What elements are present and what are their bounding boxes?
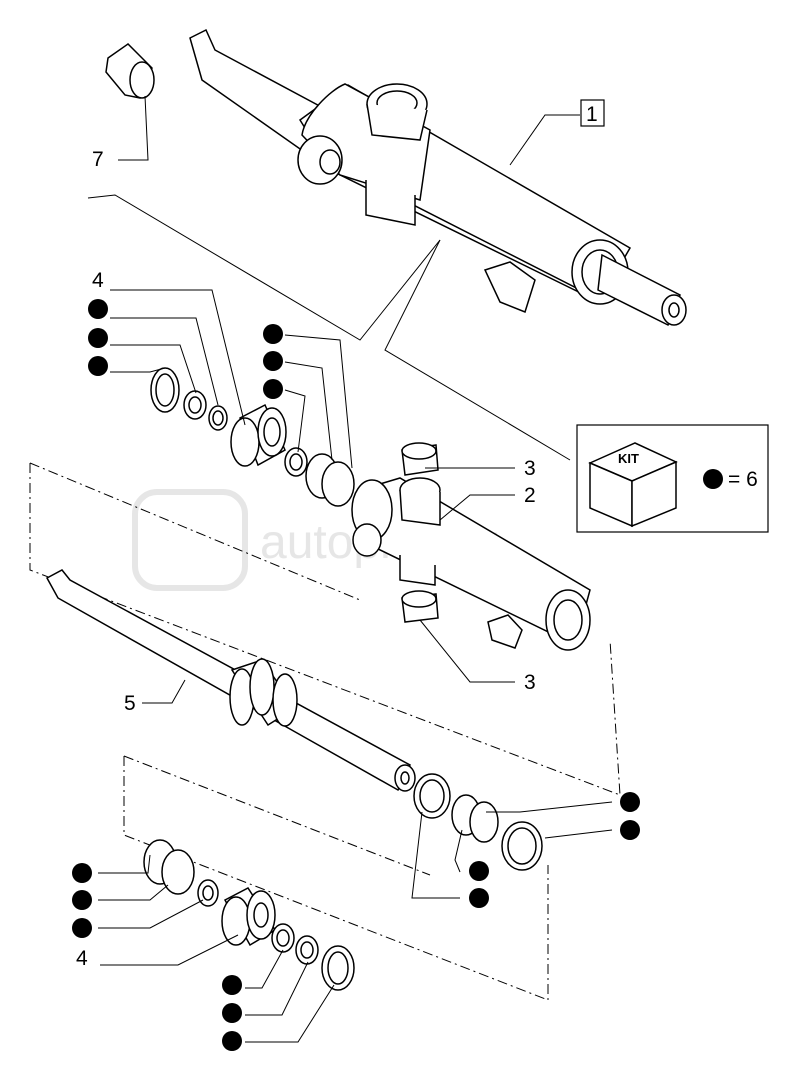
label-part-7: 7 bbox=[92, 148, 104, 171]
label-part-3-bottom: 3 bbox=[524, 671, 536, 694]
kit-marker bbox=[263, 351, 283, 371]
part-3-bushing-top bbox=[401, 442, 439, 476]
label-part-3-top: 3 bbox=[524, 457, 536, 480]
kit-marker bbox=[88, 328, 108, 348]
label-part-5: 5 bbox=[124, 692, 136, 715]
part-4-gland-bottom bbox=[143, 839, 355, 991]
kit-marker bbox=[620, 792, 640, 812]
kit-marker bbox=[263, 324, 283, 344]
kit-seal-markers bbox=[72, 299, 640, 1051]
part-3-bushing-bottom bbox=[401, 590, 439, 623]
label-part-4-top: 4 bbox=[92, 269, 104, 292]
part-number-labels: 1 7 4 3 2 3 5 4 bbox=[76, 99, 605, 970]
kit-marker bbox=[620, 820, 640, 840]
label-part-4-bottom: 4 bbox=[76, 947, 88, 970]
assembly-dash-lines bbox=[29, 462, 621, 1001]
kit-marker bbox=[222, 975, 242, 995]
kit-marker bbox=[72, 890, 92, 910]
kit-marker bbox=[72, 918, 92, 938]
kit-legend: KIT = 6 bbox=[576, 424, 769, 533]
kit-marker bbox=[88, 356, 108, 376]
part-7-bushing bbox=[105, 43, 155, 99]
kit-marker bbox=[222, 1031, 242, 1051]
leader-lines bbox=[87, 95, 613, 1043]
label-box-1 bbox=[580, 99, 605, 127]
kit-marker bbox=[72, 863, 92, 883]
kit-legend-dot bbox=[703, 469, 723, 489]
label-part-2: 2 bbox=[524, 484, 536, 507]
rings-right bbox=[413, 773, 543, 871]
label-part-1: 1 bbox=[586, 103, 598, 126]
part-1-cylinder bbox=[189, 28, 687, 327]
part-5-piston-rod bbox=[45, 569, 416, 792]
part-2-cylinder-tube bbox=[351, 477, 591, 651]
kit-marker bbox=[469, 888, 489, 908]
kit-box-icon bbox=[588, 442, 678, 528]
kit-marker bbox=[263, 379, 283, 399]
part-4-gland-top bbox=[150, 367, 355, 507]
kit-equation: = 6 bbox=[728, 468, 758, 491]
kit-marker bbox=[222, 1003, 242, 1023]
kit-marker bbox=[88, 299, 108, 319]
kit-marker bbox=[469, 861, 489, 881]
kit-label: KIT bbox=[618, 451, 639, 466]
